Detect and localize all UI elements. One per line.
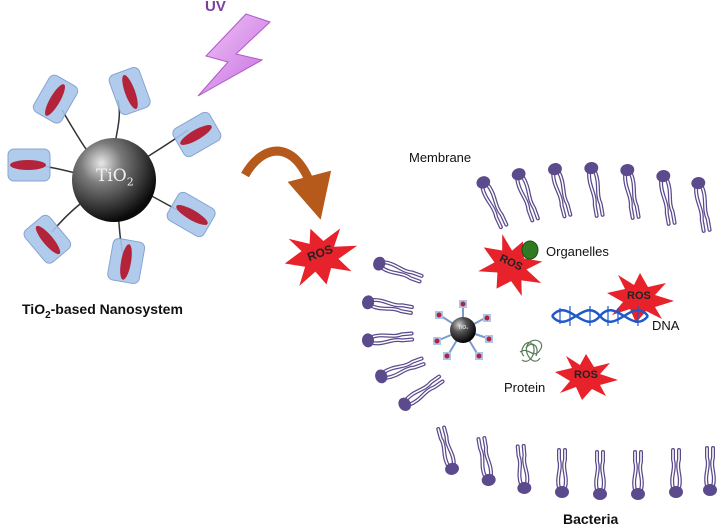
ros-burst-organelles: [478, 233, 543, 297]
organelle-icon: [521, 240, 539, 260]
protein-label: Protein: [504, 380, 546, 395]
phospholipid: [373, 256, 424, 284]
tio2-core-label: TiO2: [96, 166, 134, 189]
curved-arrow-icon: [241, 146, 332, 220]
phospholipid: [669, 448, 683, 498]
uv-label: UV: [205, 0, 226, 15]
phospholipid: [555, 448, 569, 498]
phospholipid: [511, 168, 540, 223]
phospholipid: [548, 163, 573, 219]
phospholipid: [703, 446, 717, 496]
phospholipid: [593, 450, 607, 500]
phospholipid: [476, 176, 509, 230]
dna-label: DNA: [652, 318, 680, 333]
dna-helix-icon: [551, 306, 649, 326]
protein-icon: [519, 339, 543, 362]
nanosystem-payloads: [7, 67, 222, 285]
phospholipid: [620, 164, 641, 220]
nanosystem-label: TiO2-based Nanosystem: [22, 301, 183, 321]
bacteria-label: Bacteria: [563, 511, 619, 527]
phospholipid: [691, 177, 712, 233]
phospholipid: [631, 450, 645, 500]
phospholipid: [436, 425, 459, 475]
phospholipid: [362, 331, 415, 348]
small-nanoparticle: [433, 300, 493, 360]
phospholipid: [398, 374, 445, 411]
phospholipid: [515, 443, 532, 494]
ros-label-dna: ROS: [627, 290, 651, 302]
ros-burst-protein: [555, 354, 618, 400]
tio2-core-sphere: [72, 138, 156, 222]
membrane-label: Membrane: [409, 150, 472, 165]
ros-burst-dna: [607, 273, 674, 323]
phospholipid: [375, 356, 426, 384]
ros-burst-left: [284, 228, 358, 286]
organelles-label: Organelles: [546, 244, 609, 259]
phospholipid: [584, 162, 605, 218]
phospholipid: [656, 170, 677, 226]
phospholipid: [476, 436, 496, 486]
small-core-label: TiO₂: [458, 325, 469, 331]
ros-label-protein: ROS: [574, 369, 598, 381]
uv-lightning-icon: [197, 13, 271, 97]
membrane-lipid-bilayer: [362, 162, 717, 500]
phospholipid: [362, 295, 414, 315]
